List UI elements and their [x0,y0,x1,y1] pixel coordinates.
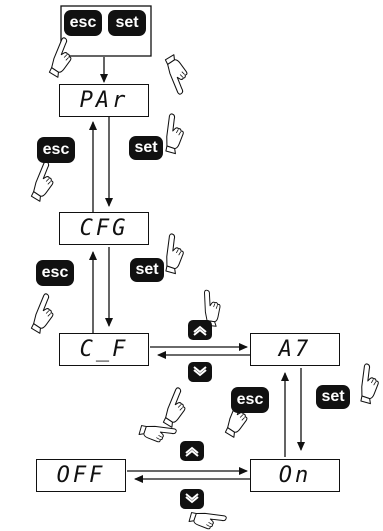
display-cfg: CFG [59,212,149,245]
display-off: OFF [36,459,126,492]
esc-key[interactable]: esc [64,10,102,36]
chevron-up-icon [193,325,207,336]
down-key[interactable] [180,489,204,509]
set-key[interactable]: set [129,136,163,160]
set-key[interactable]: set [108,10,146,36]
hand-pointer-icon [20,160,64,204]
set-key[interactable]: set [130,258,164,282]
chevron-down-icon [193,366,207,377]
esc-key[interactable]: esc [36,260,74,286]
esc-key[interactable]: esc [37,137,75,163]
hand-pointer-icon [154,52,198,96]
down-key[interactable] [188,362,212,382]
chevron-down-icon [185,493,199,504]
hand-pointer-icon [347,362,383,407]
display-par: PAr [59,84,149,117]
display-a7: A7 [250,333,340,366]
set-key[interactable]: set [316,385,350,409]
up-key[interactable] [188,320,212,340]
key-panel-frame [60,5,152,57]
esc-key[interactable]: esc [231,387,269,413]
display-on: On [250,459,340,492]
hand-pointer-icon [38,36,82,80]
hand-pointer-icon [152,386,196,430]
chevron-up-icon [185,446,199,457]
hand-pointer-icon [20,292,64,336]
up-key[interactable] [180,441,204,461]
display-c-f: C_F [59,333,149,366]
